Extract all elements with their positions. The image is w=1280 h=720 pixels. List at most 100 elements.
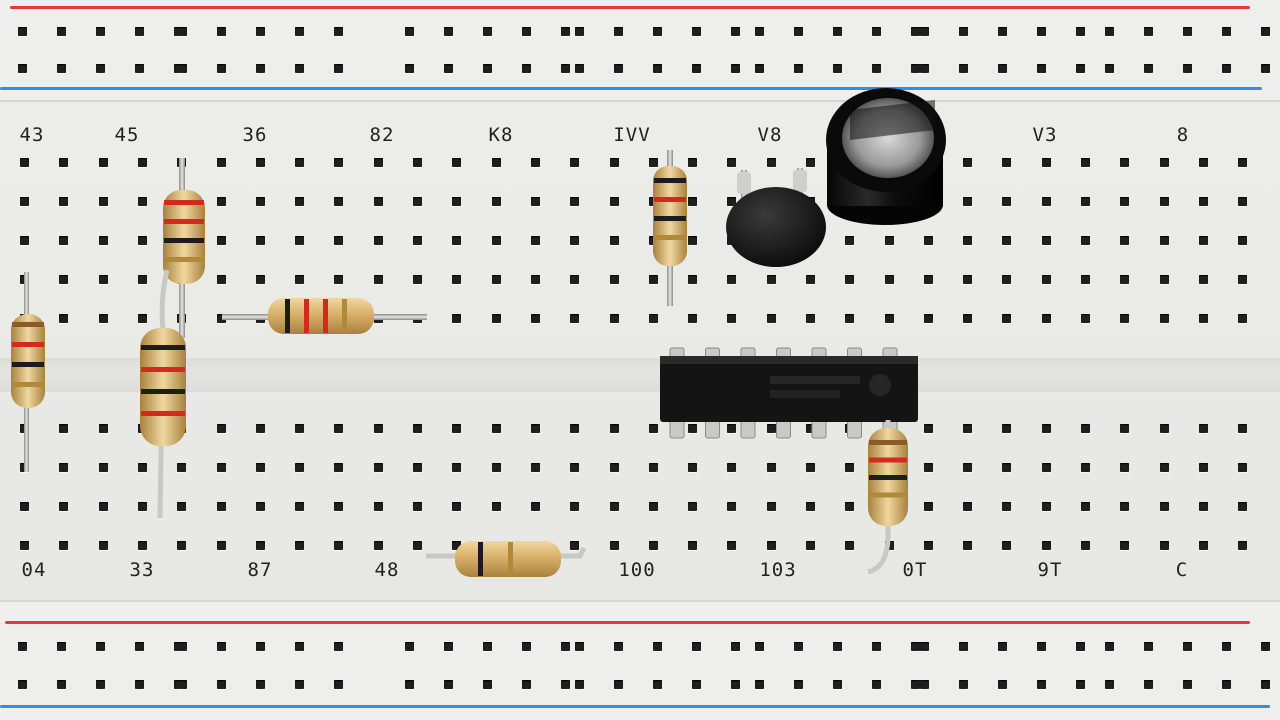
breadboard-hole bbox=[610, 236, 619, 245]
breadboard-hole bbox=[806, 424, 815, 433]
breadboard-hole bbox=[1183, 642, 1192, 651]
breadboard-hole bbox=[1199, 314, 1208, 323]
breadboard-hole bbox=[610, 158, 619, 167]
breadboard-hole bbox=[649, 463, 658, 472]
column-label: 33 bbox=[129, 559, 155, 581]
breadboard-hole bbox=[217, 680, 226, 689]
breadboard-hole bbox=[688, 275, 697, 284]
breadboard-hole bbox=[1222, 64, 1231, 73]
breadboard-hole bbox=[731, 27, 740, 36]
column-label: 04 bbox=[21, 559, 47, 581]
breadboard-hole bbox=[767, 314, 776, 323]
breadboard-hole bbox=[295, 502, 304, 511]
breadboard-hole bbox=[885, 236, 894, 245]
breadboard-hole bbox=[653, 642, 662, 651]
resistor-band bbox=[164, 257, 204, 262]
breadboard-hole bbox=[413, 236, 422, 245]
breadboard-hole bbox=[727, 463, 736, 472]
breadboard-hole bbox=[522, 680, 531, 689]
resistor-bands bbox=[141, 345, 185, 416]
breadboard-hole bbox=[845, 502, 854, 511]
breadboard-hole bbox=[1238, 502, 1247, 511]
breadboard-hole bbox=[1120, 502, 1129, 511]
breadboard-hole bbox=[1037, 64, 1046, 73]
resistor-bands bbox=[12, 322, 44, 387]
breadboard-hole bbox=[570, 502, 579, 511]
breadboard-hole bbox=[1238, 158, 1247, 167]
breadboard-hole bbox=[59, 463, 68, 472]
breadboard-hole bbox=[178, 680, 187, 689]
breadboard-hole bbox=[561, 27, 570, 36]
breadboard-hole bbox=[405, 642, 414, 651]
resistor-band bbox=[141, 367, 185, 372]
resistor-band bbox=[12, 342, 44, 347]
breadboard-hole bbox=[413, 197, 422, 206]
breadboard-hole bbox=[692, 64, 701, 73]
breadboard-hole bbox=[1081, 314, 1090, 323]
breadboard-hole bbox=[794, 64, 803, 73]
breadboard-hole bbox=[1261, 642, 1270, 651]
breadboard-hole bbox=[96, 642, 105, 651]
breadboard-hole bbox=[96, 64, 105, 73]
resistor-r1 bbox=[11, 272, 45, 472]
breadboard-hole bbox=[614, 680, 623, 689]
breadboard-hole bbox=[295, 64, 304, 73]
breadboard-hole bbox=[295, 463, 304, 472]
breadboard-hole bbox=[18, 64, 27, 73]
breadboard-hole bbox=[1081, 275, 1090, 284]
transistor-body bbox=[726, 187, 826, 267]
breadboard-hole bbox=[1199, 197, 1208, 206]
breadboard-hole bbox=[1183, 680, 1192, 689]
breadboard-hole bbox=[963, 314, 972, 323]
breadboard-hole bbox=[1199, 275, 1208, 284]
breadboard-hole bbox=[924, 463, 933, 472]
breadboard-hole bbox=[1002, 158, 1011, 167]
breadboard-hole bbox=[59, 236, 68, 245]
breadboard-hole bbox=[806, 158, 815, 167]
breadboard-hole bbox=[614, 64, 623, 73]
breadboard-hole bbox=[845, 275, 854, 284]
breadboard-hole bbox=[920, 680, 929, 689]
breadboard-hole bbox=[374, 502, 383, 511]
breadboard-hole bbox=[570, 275, 579, 284]
column-label: IVV bbox=[613, 124, 651, 146]
breadboard-hole bbox=[649, 158, 658, 167]
breadboard-hole bbox=[1144, 27, 1153, 36]
breadboard-hole bbox=[1144, 642, 1153, 651]
center-channel bbox=[0, 358, 1280, 392]
breadboard-hole bbox=[138, 197, 147, 206]
breadboard-hole bbox=[295, 541, 304, 550]
breadboard-hole bbox=[334, 463, 343, 472]
breadboard-hole bbox=[256, 642, 265, 651]
breadboard-hole bbox=[59, 158, 68, 167]
ic-pin bbox=[811, 419, 827, 439]
breadboard-hole bbox=[1076, 27, 1085, 36]
breadboard-hole bbox=[767, 275, 776, 284]
resistor-r3 bbox=[140, 269, 186, 519]
breadboard-hole bbox=[561, 64, 570, 73]
breadboard-hole bbox=[18, 642, 27, 651]
resistor-band bbox=[12, 322, 44, 327]
breadboard-hole bbox=[522, 642, 531, 651]
resistor-band bbox=[869, 492, 907, 498]
resistor-band bbox=[654, 216, 686, 221]
breadboard-hole bbox=[96, 680, 105, 689]
breadboard-hole bbox=[1076, 680, 1085, 689]
breadboard-hole bbox=[1002, 275, 1011, 284]
ic-top-edge bbox=[660, 356, 918, 364]
breadboard-hole bbox=[99, 158, 108, 167]
resistor-r7 bbox=[426, 541, 587, 577]
breadboard-hole bbox=[570, 158, 579, 167]
breadboard-hole bbox=[452, 463, 461, 472]
breadboard-hole bbox=[872, 680, 881, 689]
breadboard-hole bbox=[18, 680, 27, 689]
resistor-band bbox=[164, 219, 204, 224]
resistor-band bbox=[654, 235, 686, 240]
breadboard-hole bbox=[727, 314, 736, 323]
breadboard-hole bbox=[531, 502, 540, 511]
column-label: 9T bbox=[1037, 559, 1063, 581]
resistor-r6 bbox=[867, 420, 908, 575]
resistor-bands bbox=[654, 178, 686, 240]
resistor-band bbox=[869, 457, 907, 463]
breadboard-hole bbox=[1042, 314, 1051, 323]
